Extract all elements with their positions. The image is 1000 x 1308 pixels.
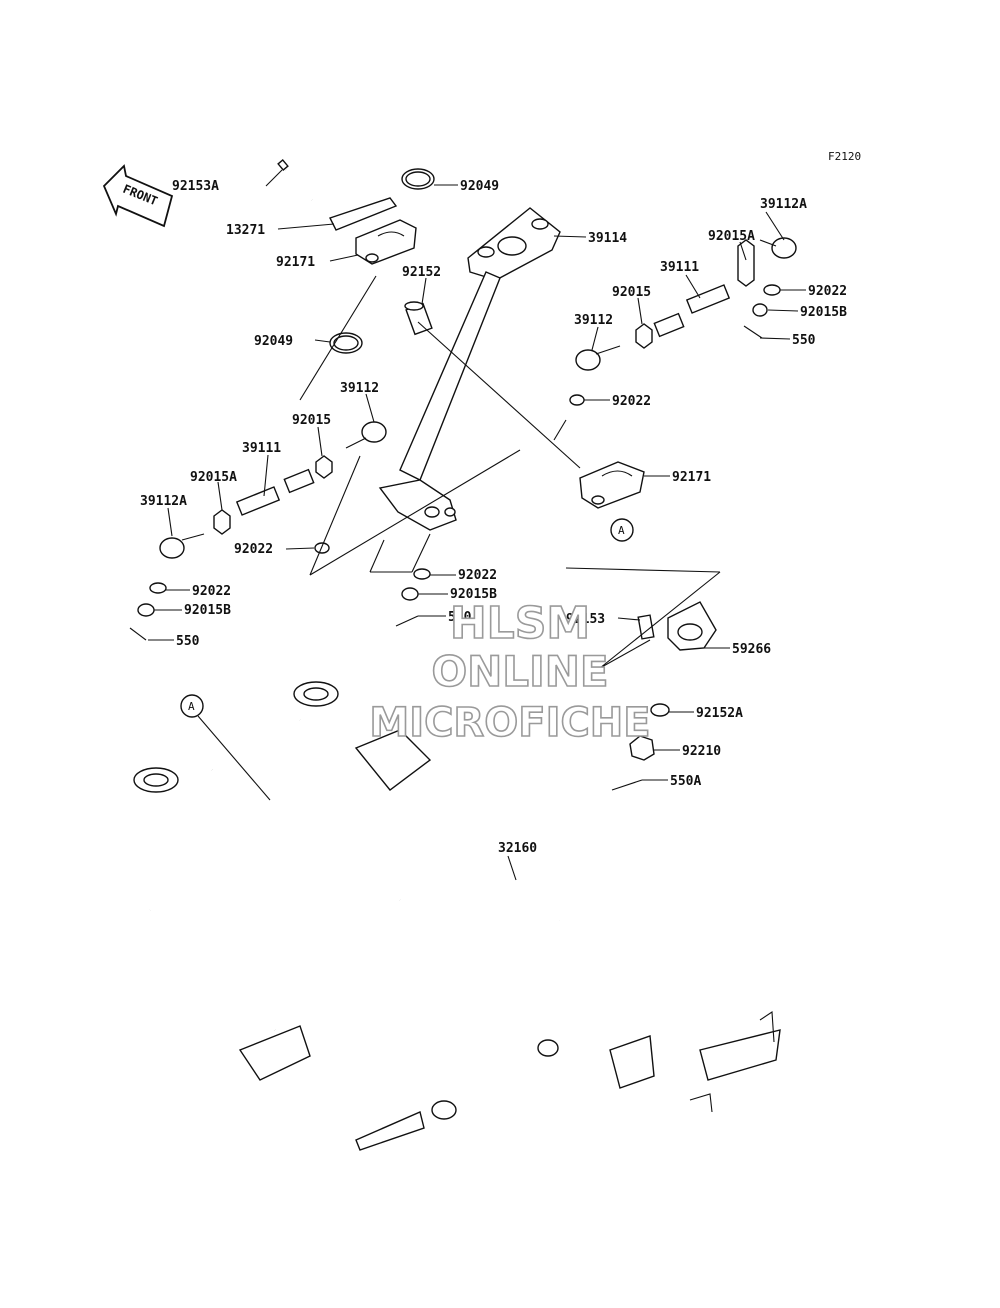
label-92015-right[interactable]: 92015: [612, 285, 651, 300]
label-550-right[interactable]: 550: [792, 333, 816, 348]
leader-lines: [148, 169, 806, 881]
label-92171-mid[interactable]: 92171: [672, 470, 711, 485]
label-32160[interactable]: 32160: [498, 841, 537, 856]
bearing-59266-icon: [611, 601, 717, 791]
label-39112A-right[interactable]: 39112A: [760, 197, 807, 212]
diagram-code: F2120: [828, 150, 861, 163]
label-92152[interactable]: 92152: [402, 265, 441, 280]
tie-rod-left-icon: [129, 421, 387, 641]
label-550-center[interactable]: 550: [448, 610, 472, 625]
label-92022-left2[interactable]: 92022: [192, 584, 231, 599]
label-39114[interactable]: 39114: [588, 231, 627, 246]
label-92210[interactable]: 92210: [682, 744, 721, 759]
label-92022-right1[interactable]: 92022: [808, 284, 847, 299]
frame-32160-icon: [127, 681, 783, 1151]
label-39112-right[interactable]: 39112: [574, 313, 613, 328]
part-labels: 92153A 13271 92171 92049 92049 92152 391…: [140, 179, 847, 856]
watermark: HLSM ONLINE MICROFICHE: [369, 597, 652, 747]
label-92015B-left[interactable]: 92015B: [184, 603, 231, 618]
label-92015A-left[interactable]: 92015A: [190, 470, 237, 485]
label-92015-left[interactable]: 92015: [292, 413, 331, 428]
watermark-line-2: ONLINE: [431, 647, 608, 696]
ref-marker-A-left: A: [188, 700, 195, 713]
ref-marker-A-right-icon: [610, 518, 634, 542]
label-92153[interactable]: 92153: [566, 612, 605, 627]
clamp-92171-mid-icon: [579, 461, 645, 509]
label-550A[interactable]: 550A: [670, 774, 701, 789]
pin-550-center-icon: [395, 615, 419, 627]
label-92049-top[interactable]: 92049: [460, 179, 499, 194]
label-92015A-right[interactable]: 92015A: [708, 229, 755, 244]
bushing-92152-icon: [404, 301, 433, 336]
label-92015B-right[interactable]: 92015B: [800, 305, 847, 320]
watermark-line-1: HLSM: [450, 598, 590, 649]
ref-marker-A-left-icon: [180, 694, 204, 718]
label-39112-left[interactable]: 39112: [340, 381, 379, 396]
nut-92015B-center-icon: [401, 587, 419, 601]
label-59266[interactable]: 59266: [732, 642, 771, 657]
clamp-92171-top-icon: [355, 219, 417, 265]
label-39112A-left[interactable]: 39112A: [140, 494, 187, 509]
label-92015B-center[interactable]: 92015B: [450, 587, 497, 602]
plate-13271-icon: [329, 197, 398, 231]
label-92171-top[interactable]: 92171: [276, 255, 315, 270]
label-39111-left[interactable]: 39111: [242, 441, 281, 456]
tie-rod-right-icon: [569, 237, 797, 406]
label-92022-right2[interactable]: 92022: [612, 394, 651, 409]
label-92022-center[interactable]: 92022: [458, 568, 497, 583]
ref-marker-A-right: A: [618, 524, 625, 537]
part-shapes: [127, 159, 797, 1151]
bolt-92153A-icon: [277, 159, 313, 201]
label-39111-right[interactable]: 39111: [660, 260, 699, 275]
watermark-line-3: MICROFICHE: [369, 700, 650, 746]
label-92152A[interactable]: 92152A: [696, 706, 743, 721]
label-92153A[interactable]: 92153A: [172, 179, 219, 194]
front-arrow-icon: FRONT: [102, 164, 174, 228]
label-550-left[interactable]: 550: [176, 634, 200, 649]
label-13271[interactable]: 13271: [226, 223, 265, 238]
label-92049-left[interactable]: 92049: [254, 334, 293, 349]
label-92022-left1[interactable]: 92022: [234, 542, 273, 557]
steering-shaft-39114-icon: [378, 207, 561, 531]
washer-92022-center-icon: [413, 568, 431, 580]
